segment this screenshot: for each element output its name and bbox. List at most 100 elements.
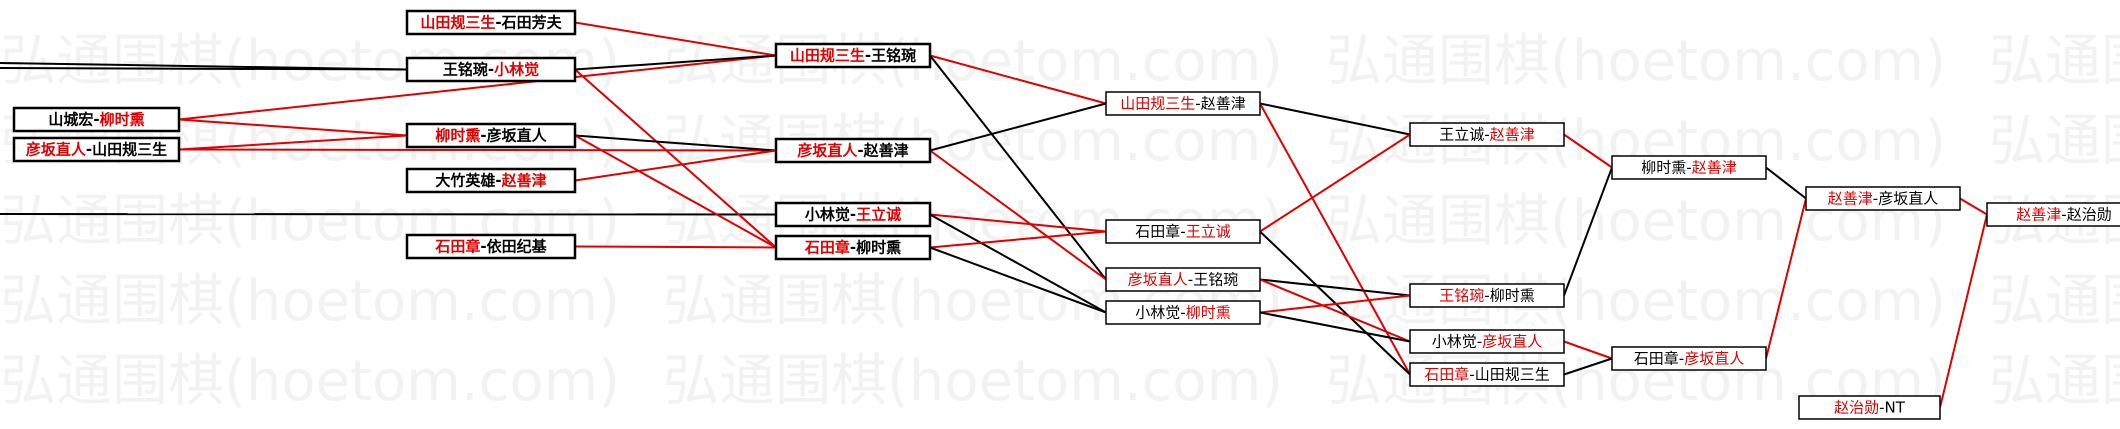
match-node-r5d: 石田章-山田规三生 — [1409, 362, 1565, 387]
separator: - — [93, 111, 99, 129]
match-box — [1409, 362, 1565, 387]
separator: - — [495, 14, 501, 32]
match-node-r5a: 王立诚-赵善津 — [1409, 122, 1565, 147]
player-second: 依田纪基 — [487, 238, 548, 256]
bracket-line-r4a-to-r5a — [1259, 102, 1411, 136]
player-second: 赵善津 — [501, 172, 547, 190]
player-first: 石田章 — [1634, 350, 1679, 368]
player-second: 赵善津 — [1201, 95, 1246, 113]
bracket-line-r6a-to-r7a — [1765, 166, 1807, 200]
separator: - — [1679, 350, 1684, 368]
match-node-r2c: 柳时熏-彦坂直人 — [405, 122, 577, 149]
separator: - — [1188, 271, 1193, 289]
player-first: 赵善津 — [1828, 190, 1873, 208]
match-box — [1105, 300, 1261, 325]
separator: - — [1469, 366, 1474, 384]
separator: - — [1879, 399, 1884, 417]
bracket-line-r1b-to-r3b — [178, 148, 777, 152]
bracket-line-r6b-to-r7a — [1765, 198, 1807, 359]
match-box — [774, 42, 932, 69]
bracket-line-offscreen-3-to-r3c — [0, 213, 777, 216]
watermark-text: 弘通围棋(hoetom.com) — [663, 349, 1283, 414]
match-node-r3b: 彦坂直人-赵善津 — [774, 137, 932, 164]
player-first: 王立诚 — [1439, 126, 1484, 144]
player-second: 赵善津 — [1692, 159, 1737, 177]
bracket-line-r3c-to-r4d — [929, 213, 1107, 314]
match-label: 赵善津-赵治勋 — [2016, 206, 2111, 224]
bracket-line-r4a-to-r5d — [1259, 103, 1411, 375]
bracket-line-offscreen-2-to-r2b — [0, 67, 408, 71]
match-box — [1611, 346, 1767, 371]
match-node-r3c: 小林觉-王立诚 — [774, 201, 932, 228]
player-first: 石田章 — [804, 239, 850, 257]
player-second: 柳时熏 — [100, 111, 145, 129]
match-label: 小林觉-柳时熏 — [1135, 304, 1230, 322]
player-first: 赵治勋 — [1834, 399, 1879, 417]
match-box — [1409, 122, 1565, 147]
match-node-r7b: 赵治勋-NT — [1798, 395, 1941, 420]
match-box — [1105, 91, 1261, 116]
separator: - — [1477, 333, 1482, 351]
player-first: 柳时熏 — [1641, 159, 1686, 177]
match-box — [1105, 267, 1261, 292]
match-label: 石田章-山田规三生 — [1424, 366, 1549, 384]
watermark-text: 弘通围棋(hoetom.com) — [1326, 29, 1946, 94]
player-second: 小林觉 — [494, 61, 539, 79]
match-node-r2d: 大竹英雄-赵善津 — [405, 167, 577, 194]
match-node-r1a: 山城宏-柳时熏 — [12, 106, 181, 133]
match-node-r7a: 赵善津-彦坂直人 — [1805, 186, 1961, 211]
separator: - — [2061, 206, 2066, 224]
player-second: 石田芳夫 — [501, 14, 563, 32]
player-second: 王立诚 — [856, 206, 901, 224]
match-node-r2b: 王铭琬-小林觉 — [405, 56, 577, 83]
match-label: 王立诚-赵善津 — [1439, 126, 1534, 144]
player-first: 石田章 — [1135, 223, 1180, 241]
bracket-line-r4d-to-r5c — [1259, 311, 1411, 343]
match-box — [405, 56, 577, 83]
bracket-line-r3d-to-r4b — [929, 230, 1107, 249]
match-box — [12, 106, 181, 133]
match-label: 彦坂直人-赵善津 — [797, 142, 908, 160]
bracket-line-r5c-to-r6b — [1563, 340, 1613, 360]
match-label: 石田章-柳时熏 — [804, 239, 901, 257]
player-first: 山田规三生 — [1120, 95, 1195, 113]
player-first: 王铭琬 — [1439, 287, 1484, 305]
watermark-text: 弘通围棋(hoetom.com) — [1989, 269, 2120, 334]
bracket-line-r5d-to-r6b — [1563, 357, 1613, 376]
player-first: 大竹英雄 — [435, 172, 495, 190]
bracket-line-r7a-to-r8a — [1959, 197, 1988, 216]
player-second: 柳时熏 — [1490, 287, 1535, 305]
match-box — [405, 122, 577, 149]
separator: - — [480, 238, 486, 256]
bracket-line-r2c-to-r3d — [574, 134, 777, 249]
player-first: 王铭琬 — [443, 61, 488, 79]
match-node-r8a: 赵善津-赵治勋 — [1986, 202, 2120, 227]
player-second: 柳时熏 — [856, 239, 901, 257]
match-node-r3d: 石田章-柳时熏 — [774, 234, 932, 261]
bracket-line-r4b-to-r5a — [1259, 133, 1411, 233]
player-first: 小林觉 — [1432, 333, 1477, 351]
bracket-line-r3a-to-r4c — [929, 54, 1107, 281]
match-node-r3a: 山田规三生-王铭琬 — [774, 42, 932, 69]
separator: - — [86, 141, 92, 159]
match-label: 小林觉-彦坂直人 — [1432, 333, 1542, 351]
match-label: 小林觉-王立诚 — [805, 206, 901, 224]
match-box — [1798, 395, 1941, 420]
match-label: 彦坂直人-山田规三生 — [26, 141, 167, 159]
separator: - — [1484, 287, 1489, 305]
match-box — [1409, 329, 1565, 354]
match-box — [774, 201, 932, 228]
player-second: 彦坂直人 — [1878, 190, 1938, 208]
match-label: 石田章-王立诚 — [1135, 223, 1230, 241]
match-box — [1409, 283, 1565, 308]
bracket-line-r3b-to-r4c — [929, 149, 1107, 281]
watermark-text: 弘通围棋(hoetom.com) — [1989, 349, 2120, 414]
match-label: 山城宏-柳时熏 — [48, 111, 144, 129]
player-second: 柳时熏 — [1186, 304, 1231, 322]
bracket-line-r1b-to-r2c — [178, 134, 408, 151]
player-first: 山城宏 — [48, 111, 93, 129]
match-label: 石田章-彦坂直人 — [1634, 350, 1744, 368]
match-label: 石田章-依田纪基 — [434, 238, 547, 256]
match-label: 赵治勋-NT — [1834, 399, 1906, 417]
bracket-line-r4c-to-r5c — [1259, 278, 1411, 343]
